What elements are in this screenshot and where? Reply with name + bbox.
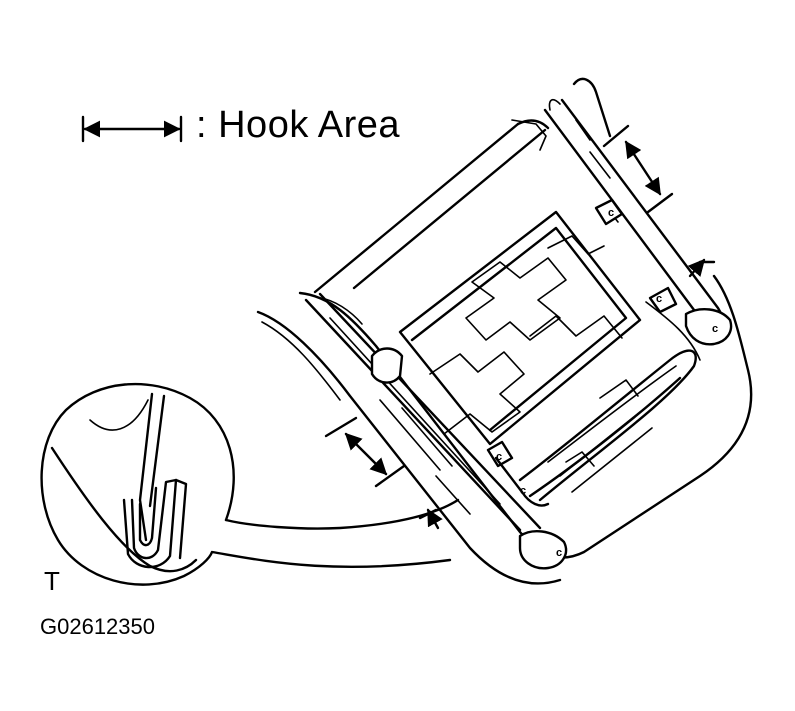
seat-springs <box>398 210 701 507</box>
hook-area-legend-label: : Hook Area <box>196 104 401 146</box>
clip-label: c <box>712 323 718 335</box>
detail-callout <box>40 382 460 586</box>
figure-code: G02612350 <box>40 614 155 639</box>
clip-label: c <box>496 451 502 463</box>
seat-frame <box>304 77 733 570</box>
view-marker-label: T <box>44 566 60 596</box>
clip-labels: c c c c c c <box>496 207 718 559</box>
hook-area-dimension-upper <box>602 124 674 214</box>
clip-label: c <box>556 547 562 559</box>
dimension-bracket-icon <box>81 115 183 143</box>
clip-label: c <box>656 293 662 305</box>
hook-area-dimension-lower <box>324 416 406 488</box>
clip-label: c <box>520 485 526 497</box>
seat-cushion-pad <box>256 274 753 585</box>
clip-label: c <box>608 207 614 219</box>
